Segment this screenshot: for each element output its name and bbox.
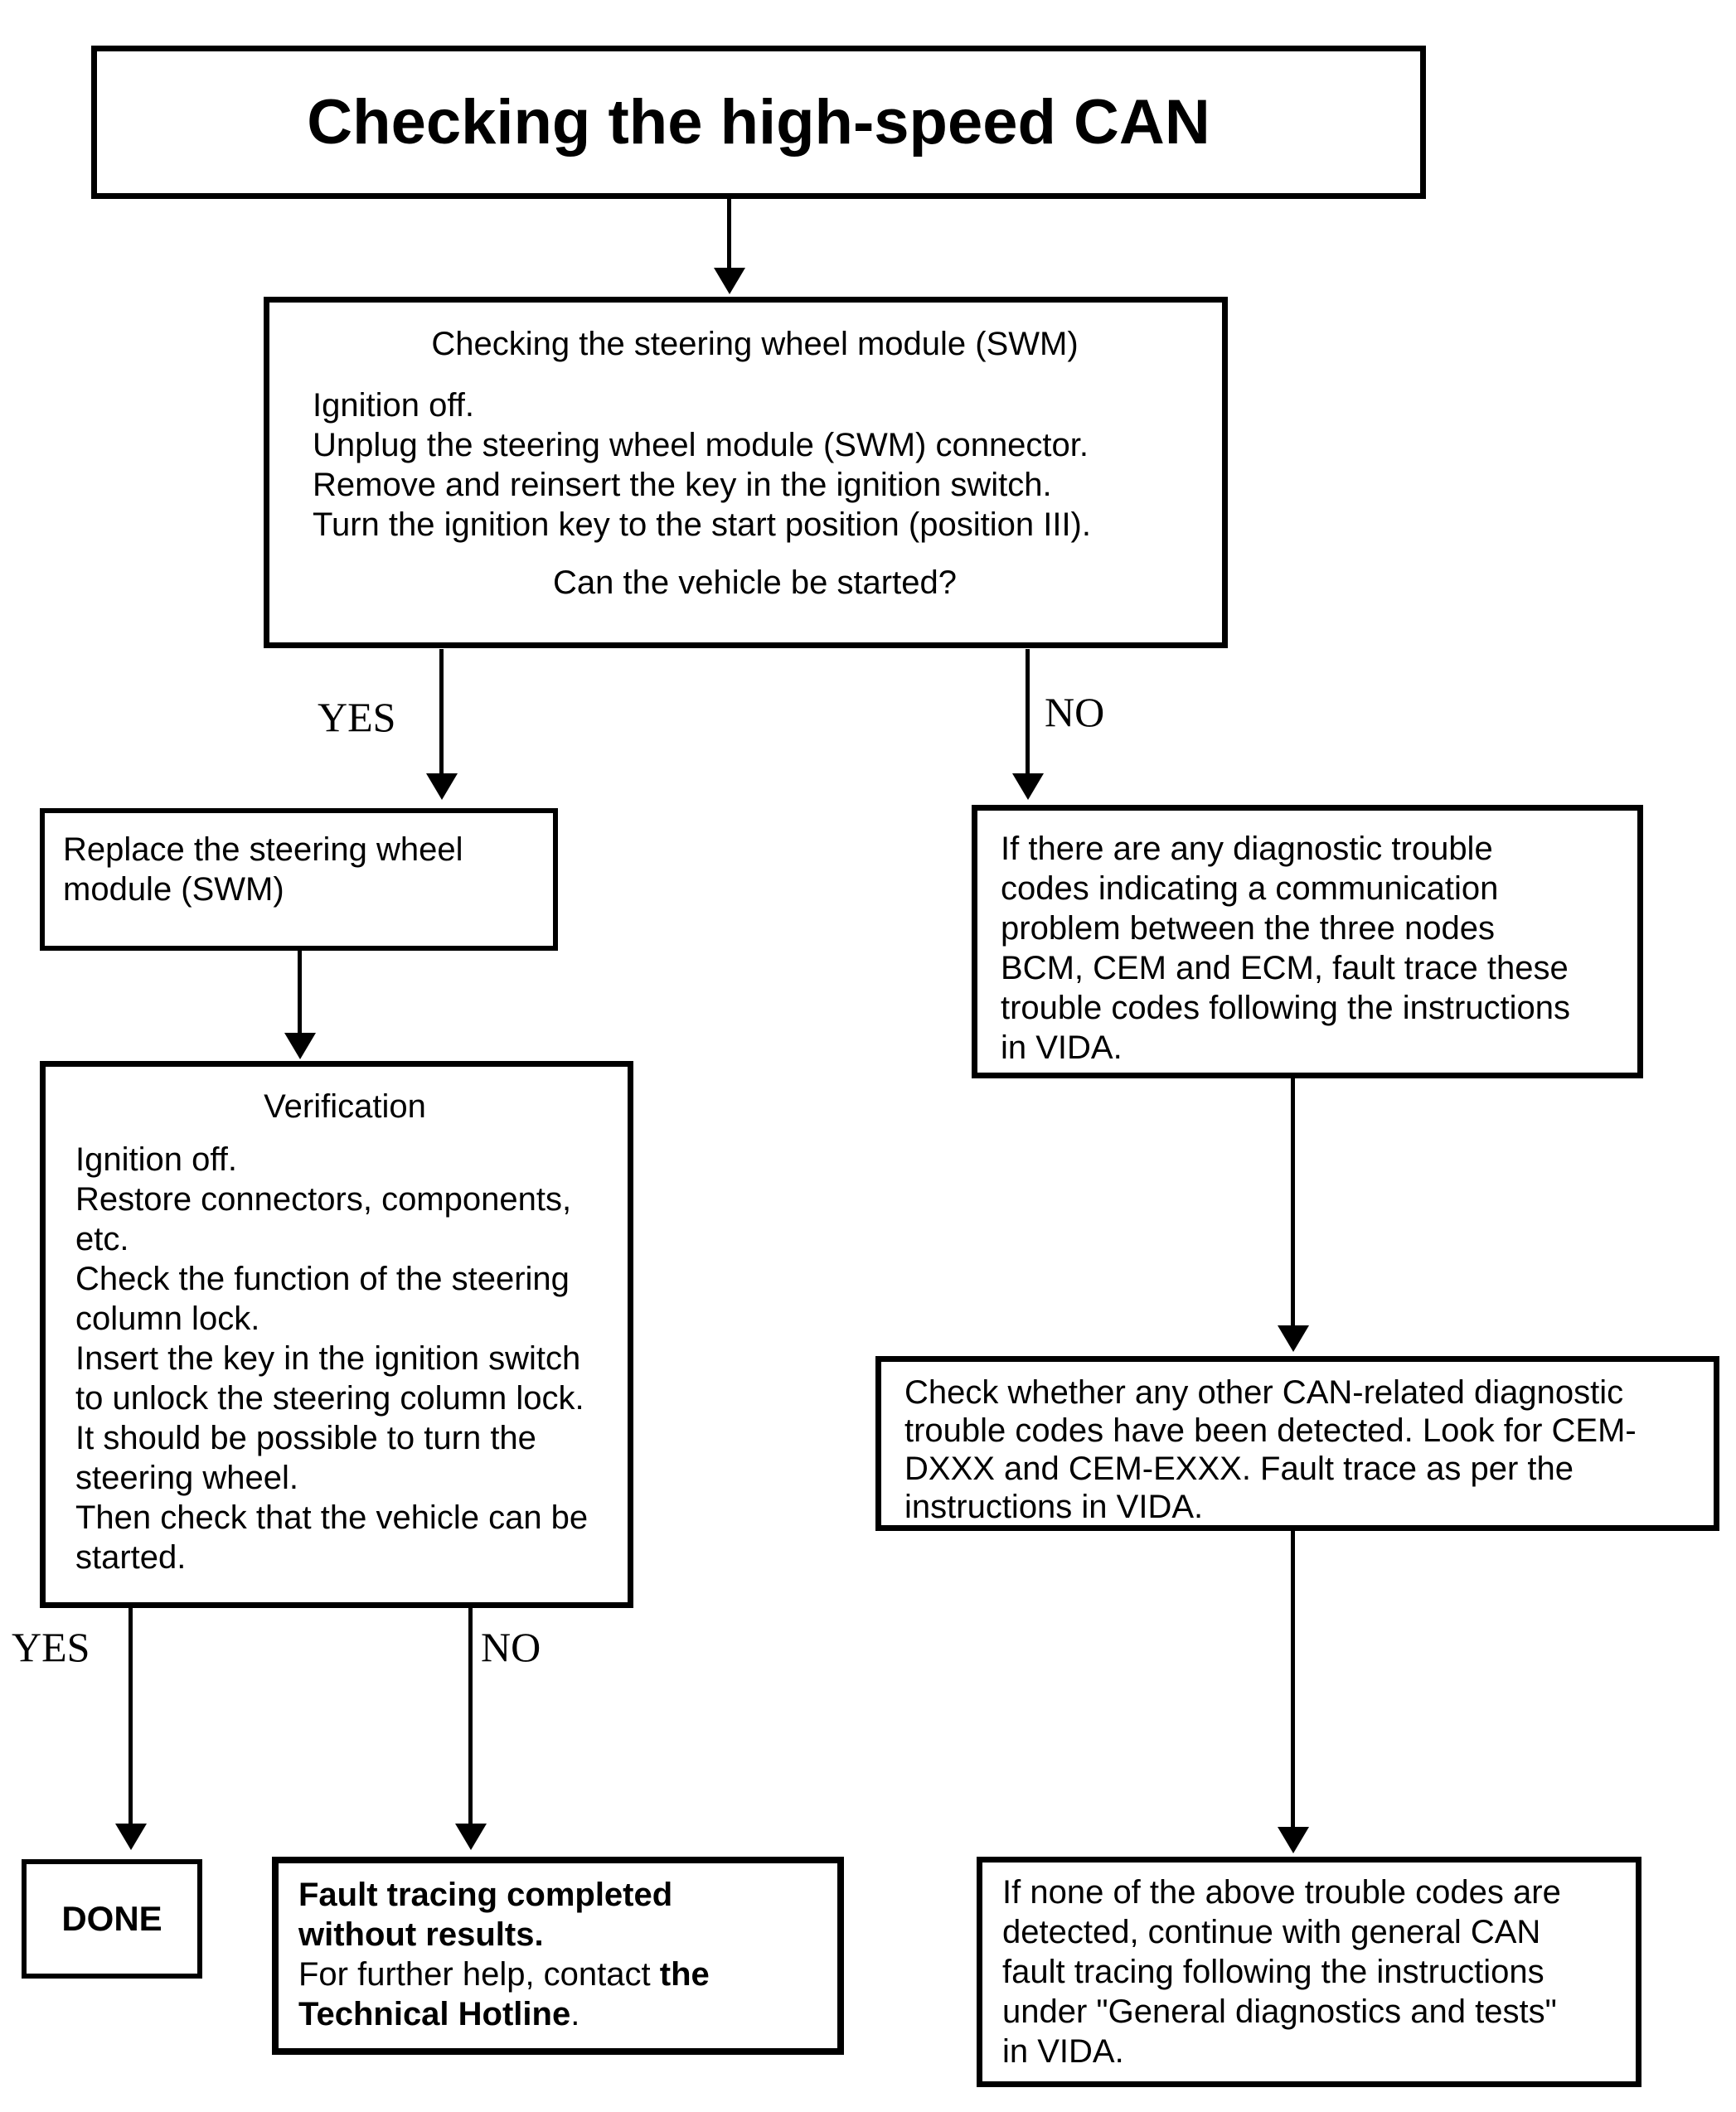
arrow-title-to-swm-line [727, 199, 731, 269]
arrow-replace-to-verification-line [298, 951, 302, 1034]
page-title: Checking the high-speed CAN [307, 86, 1210, 157]
node-dtc-three-nodes: If there are any diagnostic trouble code… [972, 805, 1643, 1078]
arrow-down-icon [284, 1033, 316, 1059]
node-body: If there are any diagnostic trouble code… [1001, 831, 1571, 1066]
node-body: Replace the steering wheel module (SWM) [63, 831, 463, 908]
fault-contact-suffix: . [570, 1996, 580, 2032]
fault-bold-intro: Fault tracing completed without results. [298, 1877, 673, 1953]
arrow-check-to-nocodes-line [1291, 1530, 1295, 1829]
branch-label-no-2: NO [481, 1624, 541, 1670]
node-swm-check: Checking the steering wheel module (SWM)… [264, 297, 1228, 648]
arrow-no1-line [1026, 649, 1030, 775]
node-body: Ignition off. Unplug the steering wheel … [313, 387, 1091, 543]
arrow-no2-line [468, 1608, 473, 1825]
arrow-down-icon [455, 1824, 487, 1850]
fault-contact-hotline: Technical Hotline [298, 1996, 571, 2032]
arrow-dtc-to-check-line [1291, 1078, 1295, 1327]
node-general-can-fault-tracing: If none of the above trouble codes are d… [977, 1857, 1641, 2087]
branch-label-yes-1: YES [318, 694, 396, 740]
title-box: Checking the high-speed CAN [91, 46, 1426, 199]
node-heading: Verification [264, 1088, 426, 1125]
arrow-down-icon [1278, 1827, 1309, 1853]
node-body: Check whether any other CAN-related diag… [904, 1374, 1637, 1525]
node-fault-tracing-completed: Fault tracing completed without results.… [272, 1857, 844, 2055]
arrow-down-icon [714, 268, 745, 294]
node-question: Can the vehicle be started? [553, 564, 957, 601]
node-heading: Checking the steering wheel module (SWM) [431, 326, 1079, 362]
branch-label-no-1: NO [1045, 689, 1105, 735]
fault-contact-prefix: For further help, contact [298, 1956, 660, 1993]
node-check-other-dtc: Check whether any other CAN-related diag… [875, 1356, 1719, 1531]
arrow-down-icon [1278, 1325, 1309, 1352]
node-replace-swm: Replace the steering wheel module (SWM) [40, 808, 558, 951]
arrow-yes1-line [439, 649, 444, 775]
arrow-down-icon [1012, 773, 1044, 800]
node-body: Ignition off. Restore connectors, compon… [75, 1141, 589, 1576]
fault-contact-line-1: For further help, contact the [298, 1955, 824, 1994]
node-verification: Verification Ignition off. Restore conne… [40, 1061, 633, 1608]
fault-contact-the: the [659, 1956, 710, 1993]
fault-contact-line-2: Technical Hotline. [298, 1994, 824, 2034]
arrow-yes2-line [129, 1608, 133, 1825]
arrow-down-icon [426, 773, 458, 800]
branch-label-yes-2: YES [12, 1624, 90, 1670]
done-label: DONE [61, 1899, 162, 1938]
node-body: If none of the above trouble codes are d… [1002, 1874, 1561, 2070]
node-done: DONE [22, 1859, 202, 1979]
arrow-down-icon [115, 1824, 147, 1850]
